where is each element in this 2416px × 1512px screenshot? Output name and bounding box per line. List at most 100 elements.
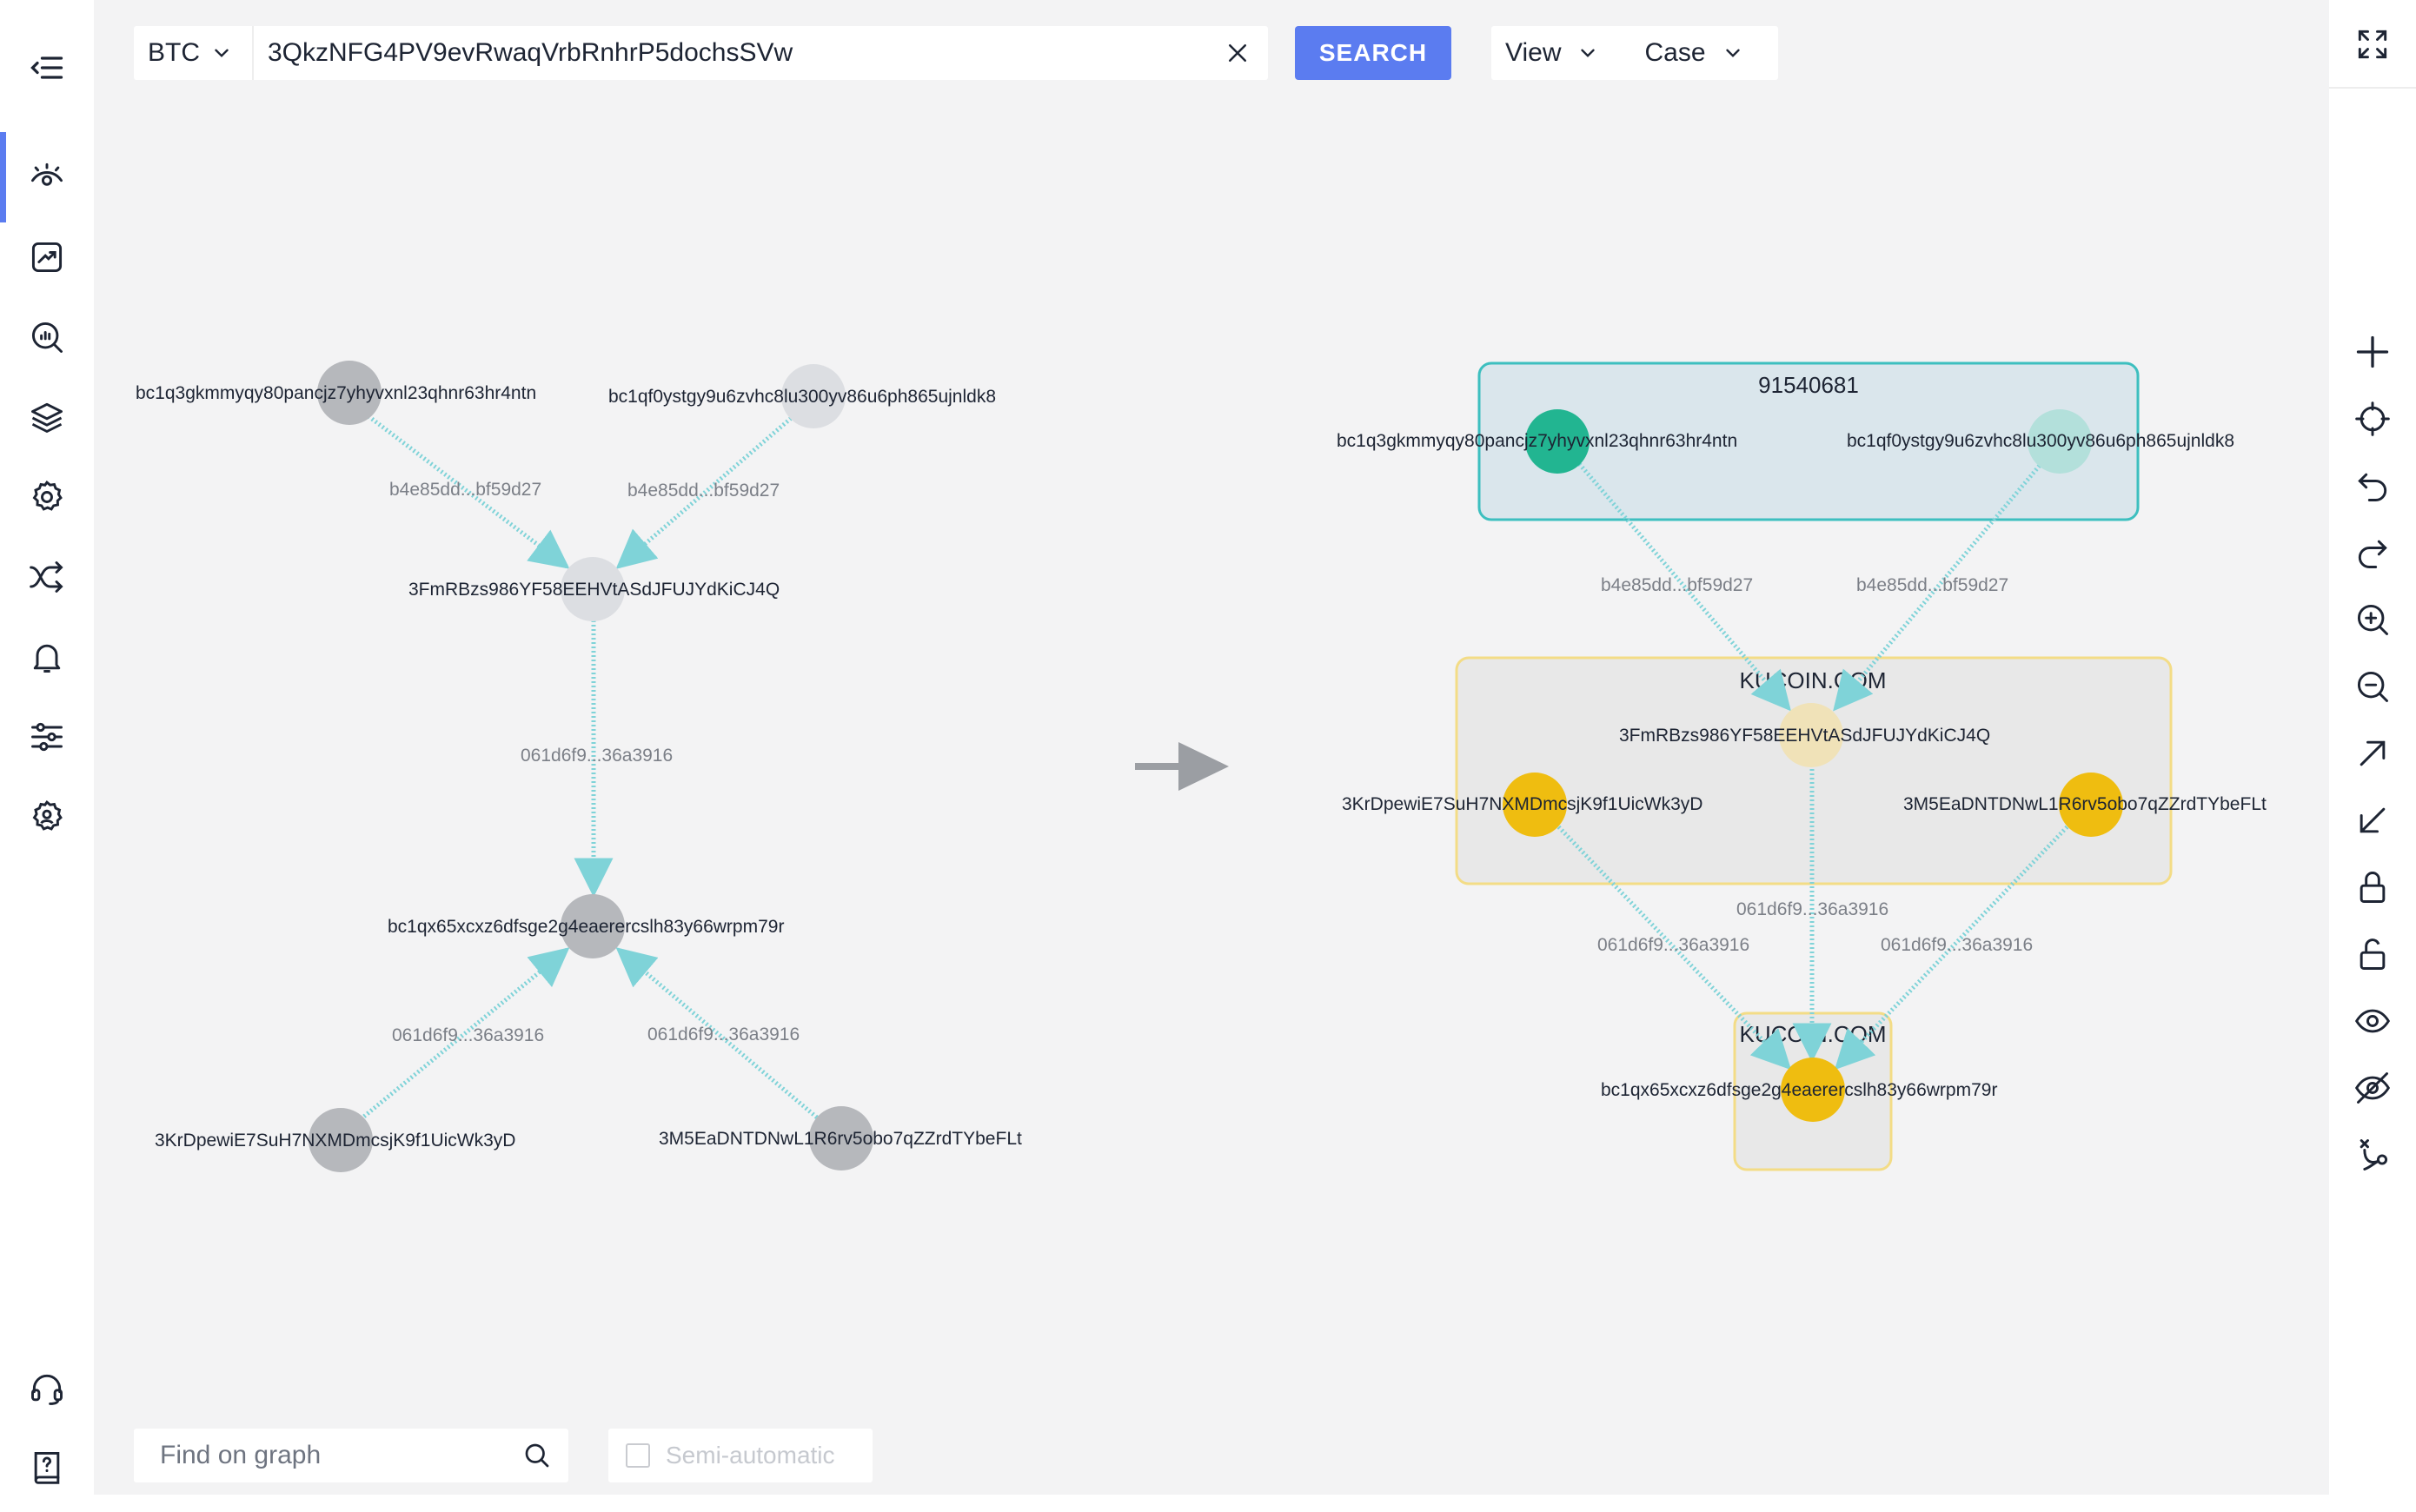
view-dropdown[interactable]: View	[1505, 38, 1599, 68]
toolbar-divider	[2329, 87, 2416, 89]
edge-label: 061d6f9...36a3916	[1736, 899, 1888, 919]
graph-node[interactable]	[1779, 703, 1843, 767]
layers-icon	[31, 402, 63, 433]
redo-button[interactable]	[2329, 522, 2416, 583]
lock-button[interactable]	[2329, 857, 2416, 918]
transform-arrow-icon	[1135, 742, 1229, 791]
edge-label: 061d6f9...36a3916	[392, 1025, 544, 1045]
semi-automatic-checkbox[interactable]	[626, 1443, 650, 1468]
edge-label: 061d6f9...36a3916	[647, 1025, 800, 1044]
graph-node[interactable]	[317, 361, 382, 425]
plus-icon	[2356, 335, 2389, 368]
redo-icon	[2358, 540, 2387, 568]
edge-label: 061d6f9...36a3916	[1881, 935, 2033, 955]
sidebar-item-layers[interactable]	[0, 382, 94, 452]
add-node-button[interactable]	[2329, 322, 2416, 382]
case-dropdown-label: Case	[1644, 38, 1706, 67]
search-button[interactable]: SEARCH	[1295, 26, 1451, 80]
node-label: 3KrDpewiE7SuH7NXMDmcsjK9f1UicWk3yD	[155, 1131, 515, 1151]
zoom-in-button[interactable]	[2329, 589, 2416, 650]
path-route-icon	[2360, 1139, 2388, 1170]
graph-edge[interactable]	[363, 412, 570, 569]
expand-outgoing-button[interactable]	[2329, 723, 2416, 784]
menu-collapse-icon	[30, 56, 63, 79]
path-finder-button[interactable]	[2329, 1124, 2416, 1185]
zoom-out-button[interactable]	[2329, 656, 2416, 717]
hide-button[interactable]	[2329, 1058, 2416, 1118]
sidebar-item-help[interactable]	[0, 1432, 94, 1502]
show-button[interactable]	[2329, 991, 2416, 1051]
edge-label: b4e85dd...bf59d27	[627, 481, 780, 501]
graph-edge[interactable]	[359, 947, 570, 1121]
close-icon	[1229, 44, 1246, 62]
settings-user-icon	[32, 799, 63, 831]
headset-icon	[31, 1374, 63, 1405]
eye-icon	[2354, 1009, 2391, 1033]
sidebar-item-settings[interactable]	[0, 782, 94, 852]
node-label: bc1q3gkmmyqy80pancjz7yhyvxnl23qhnr63hr4n…	[1337, 431, 1737, 451]
bell-icon	[33, 644, 61, 673]
search-input[interactable]: 3QkzNFG4PV9evRwaqVrbRnhrP5dochsSVw	[268, 38, 793, 67]
view-dropdown-label: View	[1505, 38, 1562, 67]
edge-label: 061d6f9...36a3916	[1597, 935, 1749, 955]
chevron-down-icon	[215, 49, 229, 57]
graph-edge[interactable]	[1833, 461, 2044, 712]
edge-label: 061d6f9...36a3916	[521, 746, 673, 766]
left-sidebar	[0, 0, 94, 1512]
semi-automatic-toggle[interactable]: Semi-automatic	[608, 1429, 873, 1482]
sidebar-item-explorer[interactable]	[0, 132, 94, 222]
graph-node[interactable]	[1781, 1058, 1845, 1122]
edge-label: b4e85dd...bf59d27	[1856, 575, 2008, 595]
eye-scan-icon	[31, 162, 63, 186]
sidebar-item-search[interactable]	[0, 302, 94, 372]
coin-select-value: BTC	[148, 38, 200, 67]
coin-select[interactable]: BTC	[134, 26, 254, 80]
collapse-menu-button[interactable]	[0, 33, 94, 103]
search-icon[interactable]	[521, 1440, 553, 1471]
sidebar-item-analytics[interactable]	[0, 222, 94, 292]
clear-search-button[interactable]	[1207, 26, 1268, 80]
node-label: bc1qf0ystgy9u6zvhc8lu300yv86u6ph865ujnld…	[608, 387, 996, 407]
graph-node[interactable]	[2059, 773, 2123, 837]
help-book-icon	[34, 1451, 60, 1484]
graph-node[interactable]	[561, 557, 625, 621]
node-label: bc1q3gkmmyqy80pancjz7yhyvxnl23qhnr63hr4n…	[136, 383, 536, 403]
graph-node[interactable]	[781, 364, 846, 428]
graph-node[interactable]	[1503, 773, 1567, 837]
gear-eye-icon	[32, 480, 63, 511]
case-dropdown[interactable]: Case	[1644, 38, 1743, 68]
view-case-menus: View Case	[1491, 26, 1778, 80]
sidebar-item-monitoring[interactable]	[0, 462, 94, 532]
bottom-strip	[94, 1495, 2329, 1512]
arrow-down-left-icon	[2360, 807, 2386, 833]
graph-node[interactable]	[2028, 409, 2092, 474]
find-on-graph-placeholder: Find on graph	[160, 1441, 322, 1469]
graph-node[interactable]	[1525, 409, 1590, 474]
graph-node[interactable]	[309, 1108, 373, 1172]
node-label: 3M5EaDNTDNwL1R6rv5obo7qZZrdTYbeFLt	[1903, 794, 2267, 814]
sidebar-item-flows[interactable]	[0, 542, 94, 612]
flow-split-icon	[30, 561, 63, 593]
address-search-bar: BTC 3QkzNFG4PV9evRwaqVrbRnhrP5dochsSVw	[134, 26, 1268, 80]
graph-toolbar	[2329, 0, 2416, 1512]
sidebar-item-alerts[interactable]	[0, 622, 94, 692]
zoom-in-icon	[2357, 604, 2388, 635]
node-label: bc1qf0ystgy9u6zvhc8lu300yv86u6ph865ujnld…	[1847, 431, 2234, 451]
unlock-button[interactable]	[2329, 924, 2416, 985]
fullscreen-button[interactable]	[2329, 14, 2416, 75]
right-graph: 91540681 KUCOIN.COM KUCOIN.COM b4e85dd..…	[1337, 361, 2267, 1171]
undo-button[interactable]	[2329, 455, 2416, 516]
cluster-box[interactable]	[1477, 361, 2140, 521]
node-label: 3FmRBzs986YF58EEHVtASdJFUJYdKiCJ4Q	[1619, 726, 1990, 746]
fullscreen-icon	[2358, 30, 2387, 59]
graph-node[interactable]	[809, 1106, 873, 1170]
center-graph-button[interactable]	[2329, 388, 2416, 449]
sidebar-item-support[interactable]	[0, 1354, 94, 1423]
sidebar-item-filters[interactable]	[0, 702, 94, 772]
find-on-graph-input[interactable]: Find on graph	[134, 1429, 568, 1482]
expand-incoming-button[interactable]	[2329, 790, 2416, 851]
graph-node[interactable]	[561, 894, 625, 958]
crosshair-icon	[2355, 401, 2390, 436]
lock-icon	[2360, 872, 2386, 903]
